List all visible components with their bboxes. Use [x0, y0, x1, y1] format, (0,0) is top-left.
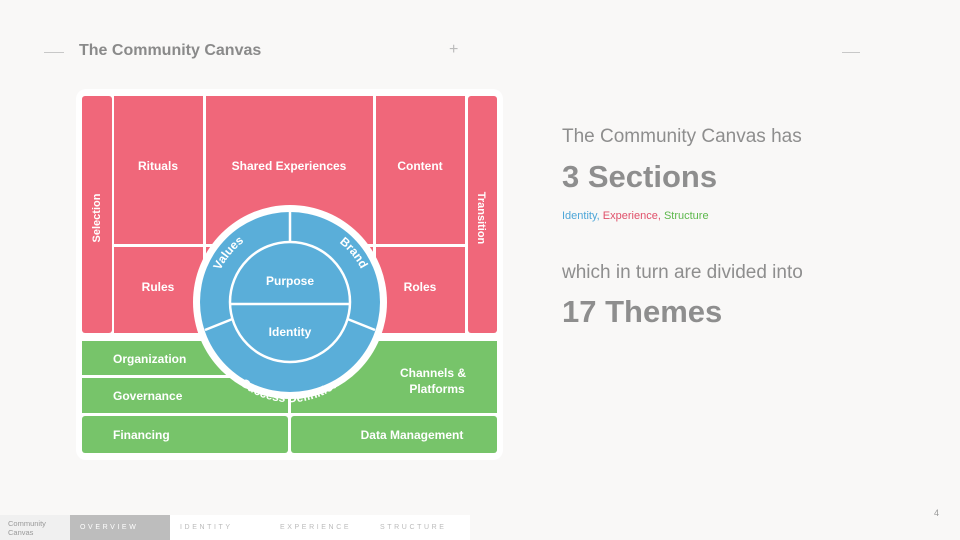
section-identity: Identity	[562, 210, 597, 222]
summary-intro: The Community Canvas has	[562, 126, 802, 147]
section-experience: Experience	[602, 210, 658, 222]
label-content: Content	[397, 159, 442, 173]
block-content	[376, 96, 465, 244]
header-rule-left	[44, 52, 64, 53]
block-roles	[376, 247, 465, 333]
block-rules	[114, 247, 203, 333]
block-financing	[82, 416, 288, 453]
section-structure: Structure	[663, 210, 709, 222]
separator: ,	[596, 210, 603, 222]
tab-structure[interactable]: STRUCTURE	[370, 515, 470, 540]
page-title: The Community Canvas	[79, 42, 262, 59]
identity-circle: Purpose Identity Values Brand Success De…	[193, 205, 387, 405]
block-data-management	[291, 416, 497, 453]
brand-line1: Community	[8, 518, 46, 528]
structure-section	[82, 341, 497, 453]
label-rules: Rules	[142, 280, 175, 294]
label-purpose: Purpose	[266, 274, 314, 288]
summary-sections: 3 Sections	[562, 159, 718, 194]
block-selection	[82, 96, 112, 333]
section-names: Identity, Experience, Structure	[562, 210, 709, 222]
label-channels-1: Channels &	[400, 366, 466, 380]
label-organization: Organization	[113, 352, 186, 366]
canvas-svg: Selection Transition Rituals Shared Expe…	[82, 96, 497, 453]
label-channels-2: Platforms	[409, 382, 465, 396]
tab-identity[interactable]: IDENTITY	[170, 515, 270, 540]
brand-line2: Canvas	[8, 527, 34, 537]
tab-experience[interactable]: EXPERIENCE	[270, 515, 370, 540]
community-canvas-diagram: Selection Transition Rituals Shared Expe…	[76, 89, 503, 460]
label-shared-experiences: Shared Experiences	[232, 159, 347, 173]
plus-icon: +	[449, 41, 459, 58]
label-financing: Financing	[113, 428, 170, 442]
label-data-management: Data Management	[361, 428, 464, 442]
label-governance: Governance	[113, 389, 183, 403]
separator: ,	[657, 210, 664, 222]
summary-divided: which in turn are divided into	[562, 262, 803, 283]
header-rule-right	[842, 52, 860, 53]
label-transition: Transition	[475, 192, 487, 245]
label-rituals: Rituals	[138, 159, 178, 173]
label-identity: Identity	[269, 325, 312, 339]
tab-overview[interactable]: OVERVIEW	[70, 515, 170, 540]
label-roles: Roles	[404, 280, 437, 294]
label-selection: Selection	[91, 193, 103, 242]
block-transition	[468, 96, 497, 333]
block-rituals	[114, 96, 203, 244]
summary-themes: 17 Themes	[562, 294, 723, 329]
page-number: 4	[934, 508, 940, 518]
